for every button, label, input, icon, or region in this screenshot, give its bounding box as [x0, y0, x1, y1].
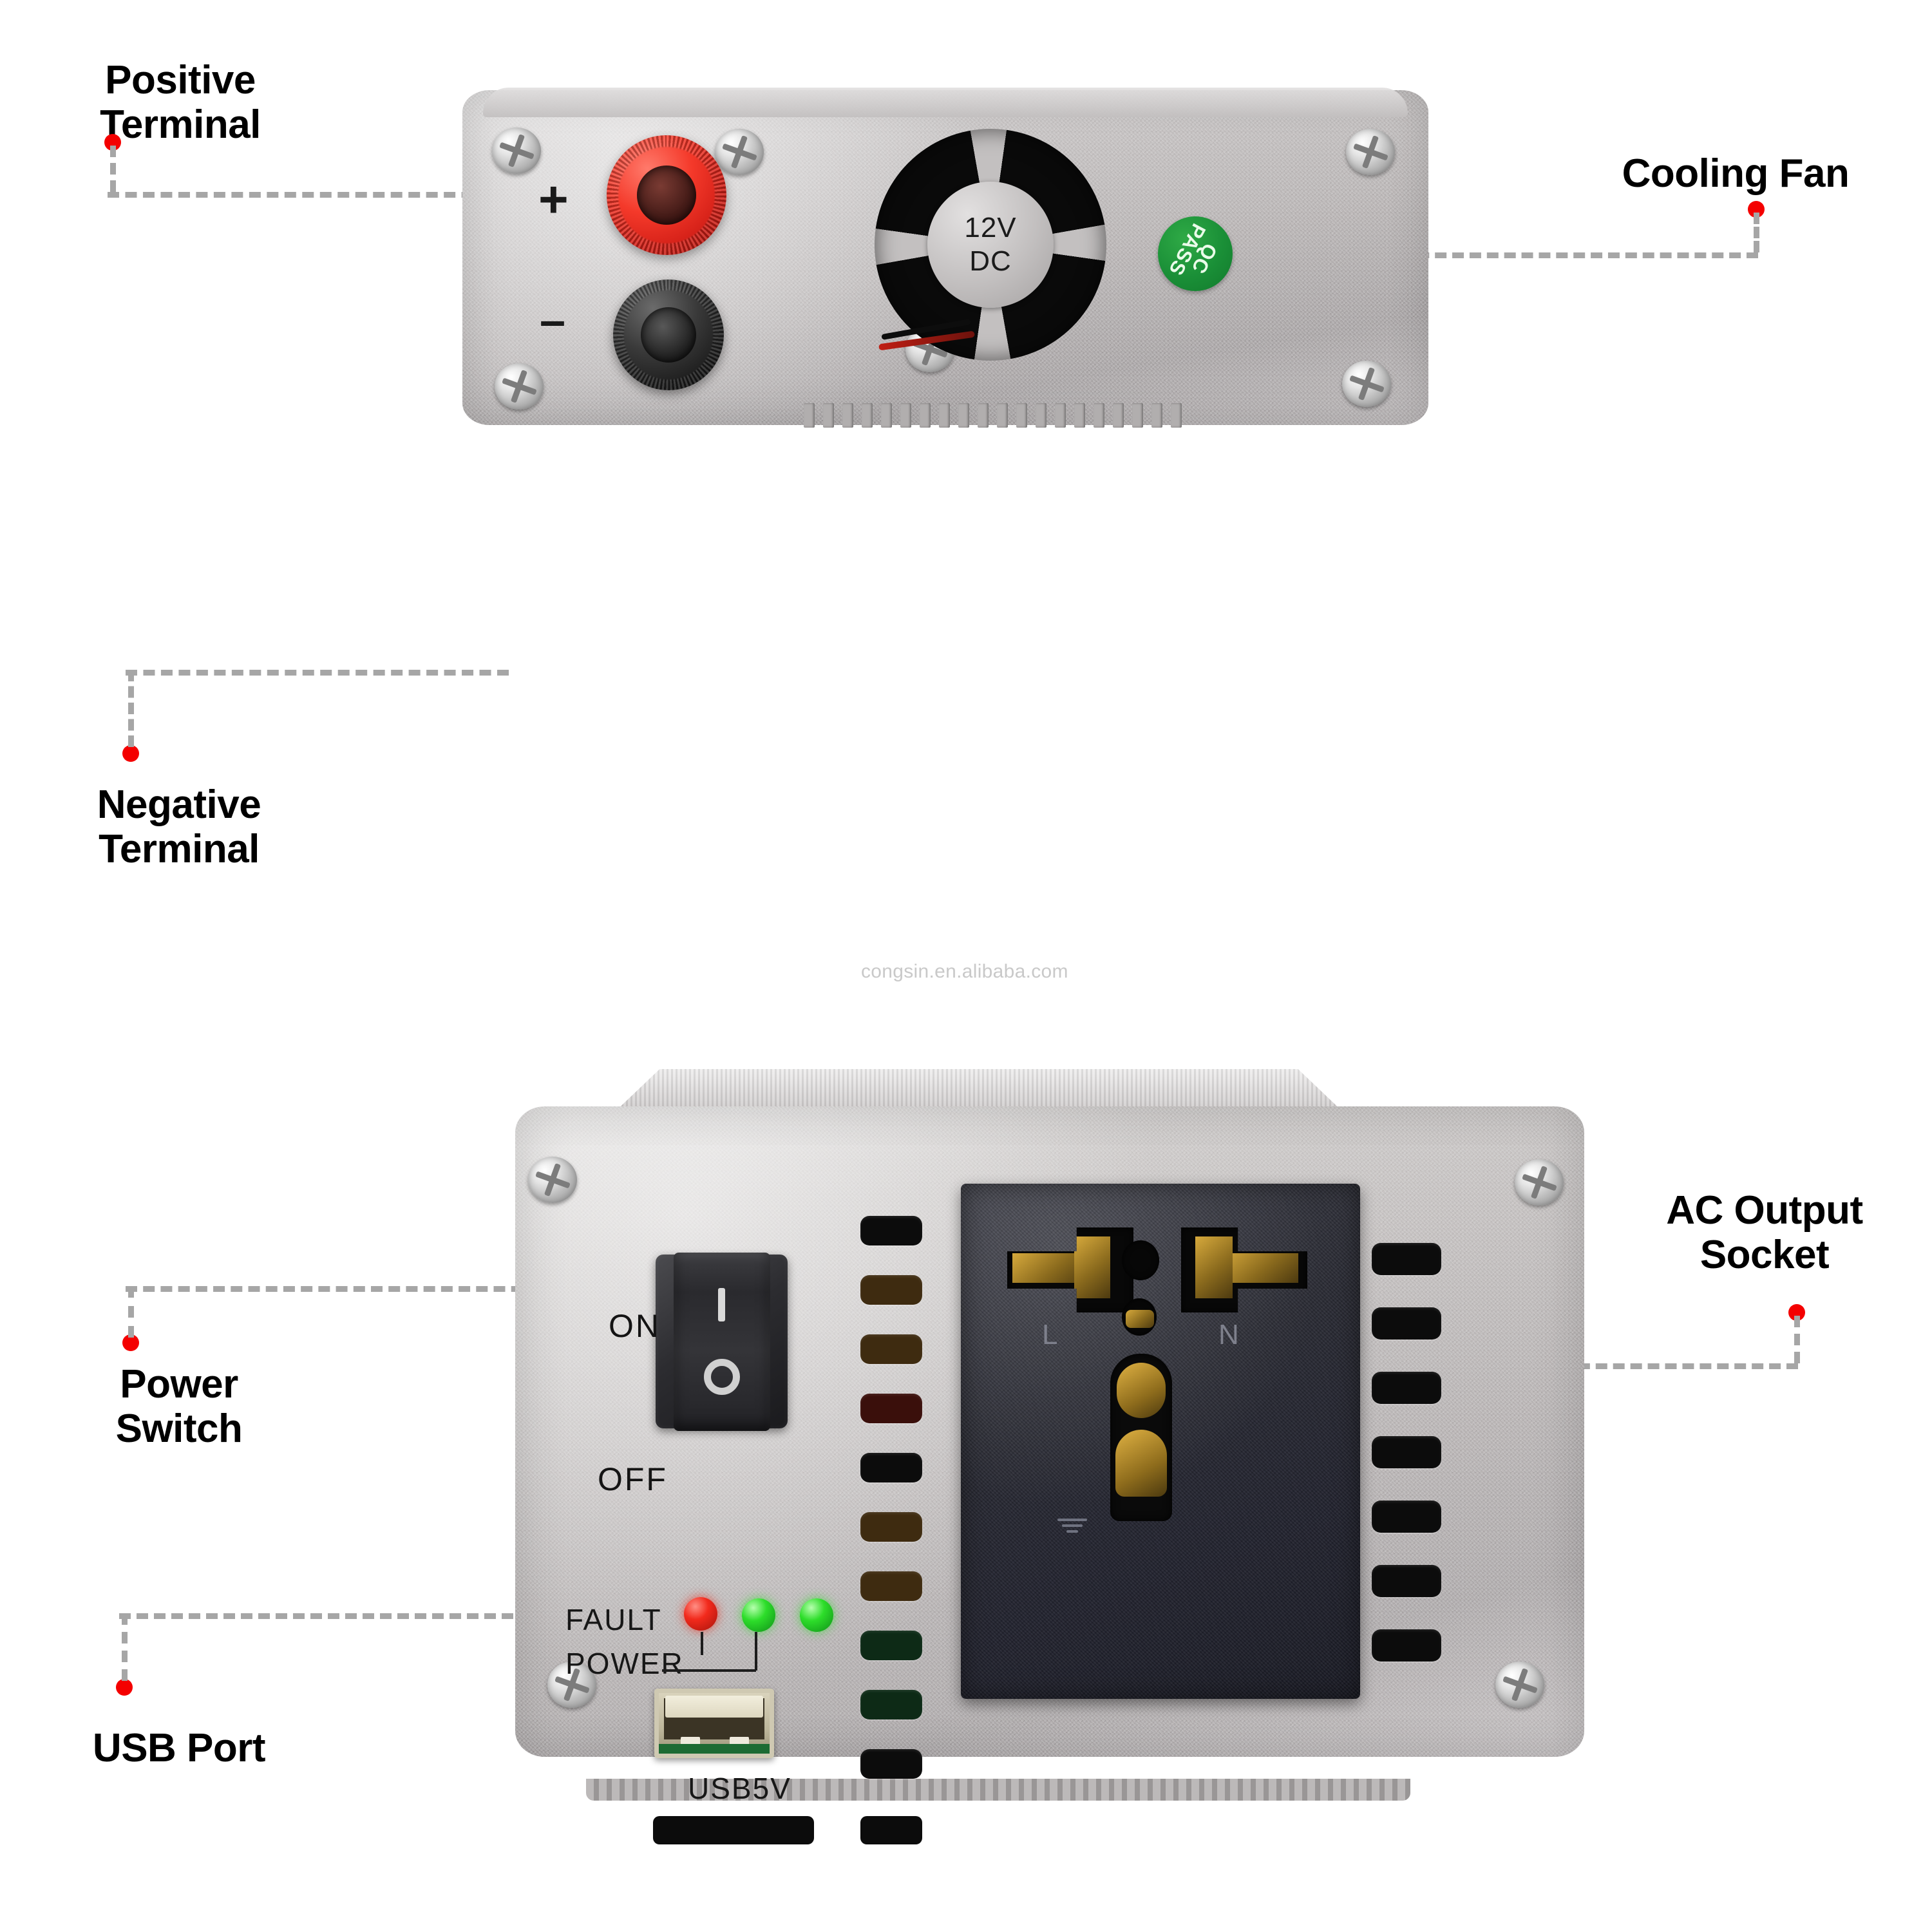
screw-front-bottom-right	[1495, 1662, 1544, 1708]
vent-slot	[1372, 1501, 1441, 1533]
screw-bottom-left	[495, 363, 544, 410]
leader-h-positive-terminal	[108, 192, 597, 198]
fault-led	[684, 1597, 717, 1631]
callout-cooling-fan: Cooling Fan	[1622, 151, 1850, 196]
socket-round-hole-lower	[1122, 1298, 1157, 1336]
vent-slot	[860, 1275, 922, 1305]
usb-tongue	[665, 1696, 763, 1718]
vent-slot	[1372, 1372, 1441, 1404]
vent-slot	[860, 1690, 922, 1719]
power-switch[interactable]	[656, 1252, 788, 1431]
fault-label: FAULT	[565, 1603, 662, 1636]
leader-v-power-switch	[128, 1286, 134, 1338]
callout-ac-output-socket: AC Output Socket	[1666, 1188, 1863, 1278]
screw-front-top-left	[528, 1157, 577, 1203]
screw-top-left	[492, 128, 541, 174]
fan-voltage-line1: 12V	[964, 212, 1017, 243]
leader-h-negative-terminal	[126, 670, 509, 676]
leader-h-cooling-fan	[1314, 252, 1758, 258]
power-led	[742, 1598, 775, 1632]
socket-contact-neutral	[1220, 1253, 1298, 1283]
power-label: POWER	[565, 1647, 684, 1680]
screw-bottom-right	[1342, 361, 1391, 407]
callout-dot-usb-port	[116, 1679, 133, 1696]
positive-polarity-mark: +	[538, 171, 569, 228]
fan-hub: 12V DC	[927, 182, 1054, 308]
usb-port[interactable]	[654, 1689, 774, 1758]
leader-v-cooling-fan	[1754, 213, 1759, 252]
vent-slot	[1372, 1436, 1441, 1468]
vent-slot	[860, 1512, 922, 1542]
screw-top-mid	[715, 129, 764, 175]
screw-front-top-right	[1515, 1159, 1564, 1206]
vent-slot	[1372, 1565, 1441, 1597]
socket-contact-earth-bottom	[1115, 1430, 1167, 1497]
inverter-front-panel: ON OFF FAULT POWER USB5V	[515, 1069, 1584, 1844]
vent-slot	[860, 1749, 922, 1779]
usb-label: USB5V	[688, 1772, 791, 1805]
negative-terminal-post[interactable]	[613, 279, 724, 390]
fan-voltage-line2: DC	[969, 245, 1012, 277]
vent-slot	[1372, 1243, 1441, 1275]
switch-on-symbol-icon	[718, 1287, 725, 1321]
socket-earth-symbol-icon	[1057, 1519, 1087, 1540]
screw-top-right	[1346, 129, 1395, 175]
post-knurl	[607, 135, 726, 255]
socket-slot-earth	[1110, 1354, 1172, 1521]
vent-slot	[1372, 1629, 1441, 1662]
callout-power-switch: Power Switch	[115, 1362, 243, 1452]
switch-off-label: OFF	[598, 1461, 668, 1497]
vent-slot-wide	[653, 1816, 814, 1844]
socket-contact-live-2	[1074, 1236, 1110, 1298]
power-switch-rocker[interactable]	[673, 1252, 770, 1431]
callout-dot-negative-terminal	[122, 745, 139, 762]
rear-case-top-edge	[483, 88, 1408, 117]
socket-contact-round	[1126, 1310, 1154, 1328]
socket-round-hole-upper	[1122, 1240, 1159, 1280]
vent-slot	[860, 1453, 922, 1482]
leader-h-power-switch	[126, 1286, 628, 1292]
usb-pcb	[659, 1744, 770, 1754]
callout-negative-terminal: Negative Terminal	[97, 782, 261, 872]
leader-v-negative-terminal	[128, 670, 134, 747]
socket-contact-neutral-2	[1195, 1236, 1233, 1298]
vent-slot	[1372, 1307, 1441, 1340]
callout-positive-terminal: Positive Terminal	[100, 58, 261, 147]
cooling-fan: 12V DC	[875, 129, 1106, 361]
led-pointer-stem-power	[755, 1632, 757, 1671]
led-pointer-line-power	[662, 1669, 756, 1672]
vent-slot	[860, 1216, 922, 1245]
led-pointer-stem-fault	[701, 1632, 703, 1655]
post-knurl	[613, 279, 724, 390]
socket-contact-earth-top	[1117, 1363, 1166, 1418]
switch-off-symbol-icon	[703, 1359, 740, 1396]
leader-v-positive-terminal	[110, 146, 116, 192]
vent-slot	[860, 1394, 922, 1423]
front-case-bottom-fins	[586, 1779, 1410, 1801]
socket-neutral-mark: N	[1218, 1319, 1239, 1350]
vent-slot	[860, 1571, 922, 1601]
callout-usb-port: USB Port	[92, 1726, 266, 1770]
negative-polarity-mark: –	[540, 295, 566, 346]
rear-vent-fins	[804, 403, 1182, 428]
site-watermark: congsin.en.alibaba.com	[861, 961, 1068, 982]
switch-on-label: ON	[609, 1308, 661, 1344]
vent-slot	[860, 1334, 922, 1364]
positive-terminal-post[interactable]	[607, 135, 726, 255]
leader-h-usb-port	[119, 1613, 670, 1619]
socket-live-mark: L	[1042, 1319, 1058, 1350]
vent-slot	[860, 1631, 922, 1660]
screw-front-bottom-left	[547, 1662, 596, 1708]
vent-slot-wide	[860, 1816, 922, 1844]
ac-output-socket[interactable]: L N	[961, 1184, 1360, 1699]
leader-v-usb-port	[122, 1613, 128, 1681]
leader-v-ac-output-socket	[1794, 1316, 1800, 1363]
power-led-2	[800, 1598, 833, 1632]
